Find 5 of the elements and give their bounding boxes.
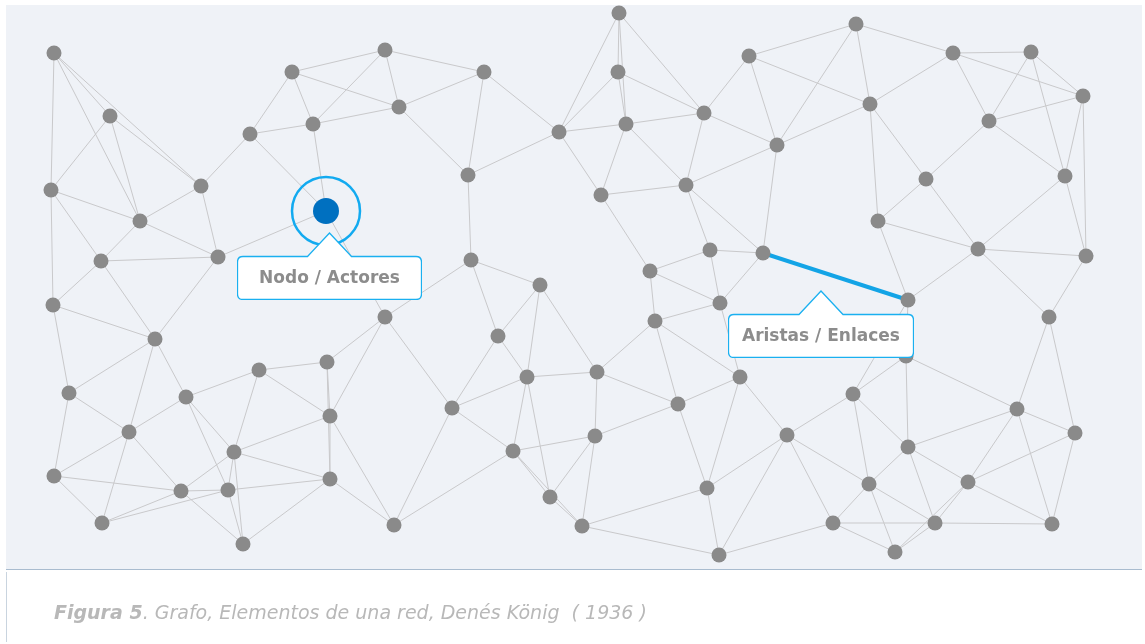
callout-bubble — [728, 290, 914, 358]
figure-caption: Figura 5. Grafo, Elementos de una red, Denés König ( 1936 ) — [54, 600, 647, 625]
callout-text: Aristas / Enlaces — [742, 324, 900, 348]
callout-bubble — [237, 232, 422, 300]
callout-text: Nodo / Actores — [259, 266, 400, 290]
